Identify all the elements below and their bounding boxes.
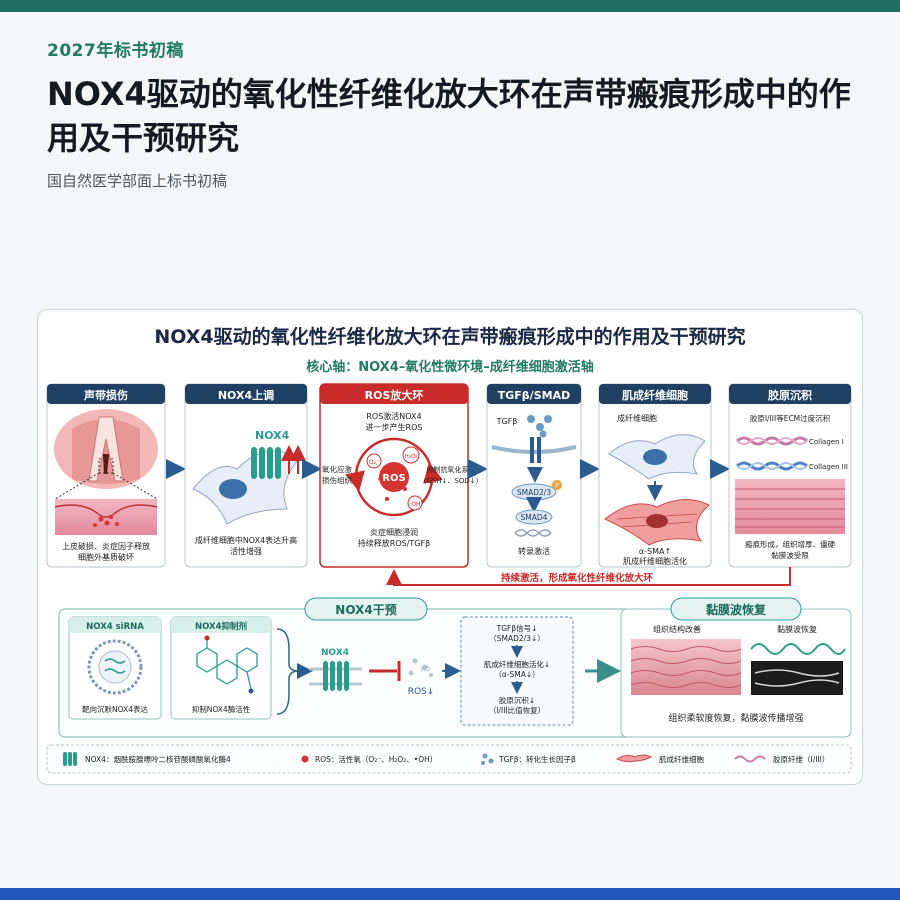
- tgfb-icon: [527, 415, 552, 438]
- panel-header: 肌成纤维细胞: [621, 388, 688, 402]
- svg-text:NOX4 siRNA: NOX4 siRNA: [86, 622, 144, 632]
- panel-ros-loop: ROS放大环 ROS激活NOX4 进一步产生ROS ROS O₂⁻ H₂O₂ ·…: [319, 383, 483, 568]
- sirna-nanoparticle: [87, 639, 143, 695]
- panel-header: NOX4上调: [218, 388, 274, 402]
- svg-text:O₂⁻: O₂⁻: [369, 459, 379, 466]
- nox4-icon: [323, 661, 349, 691]
- svg-text:（GSH↓、SOD↓）: （GSH↓、SOD↓）: [419, 477, 482, 485]
- svg-text:（SMAD2/3↓）: （SMAD2/3↓）: [489, 634, 545, 643]
- svg-text:黏膜波受限: 黏膜波受限: [771, 550, 809, 560]
- svg-text:肌成纤维细胞活化: 肌成纤维细胞活化: [623, 556, 687, 566]
- intervention-section: NOX4干预 NOX4 siRNA 靶向沉默NOX4表达 NOX4抑制剂 抑制N…: [58, 597, 632, 738]
- panel-header: TGFβ/SMAD: [498, 389, 570, 402]
- svg-text:ROS: ROS: [382, 473, 405, 484]
- recovery-header: 黏膜波恢复: [706, 602, 767, 617]
- svg-text:ROS激活NOX4: ROS激活NOX4: [366, 411, 421, 421]
- svg-text:TGFβ：转化生长因子β: TGFβ：转化生长因子β: [498, 754, 576, 764]
- svg-text:上皮破损、炎症因子释放: 上皮破损、炎症因子释放: [62, 541, 150, 551]
- svg-text:成纤维细胞中NOX4表达升高: 成纤维细胞中NOX4表达升高: [195, 535, 297, 545]
- svg-text:活性增强: 活性增强: [230, 546, 262, 556]
- ros-dot-icon: [301, 755, 309, 763]
- panel-nox4-upregulation: NOX4上调 NOX4 成纤维细胞中NOX4表达升高 活性增强: [184, 383, 308, 568]
- svg-text:胶原纤维（I/III）: 胶原纤维（I/III）: [773, 754, 829, 764]
- svg-text:ROS↓: ROS↓: [408, 687, 435, 697]
- svg-text:·OH: ·OH: [409, 501, 420, 508]
- collagen-fiber-icon: [734, 755, 766, 763]
- svg-text:ROS：活性氧（O₂⁻、H₂O₂、•OH）: ROS：活性氧（O₂⁻、H₂O₂、•OH）: [315, 754, 437, 764]
- svg-text:氧化应激: 氧化应激: [322, 464, 352, 474]
- svg-text:瘢痕形成，组织增厚、僵硬: 瘢痕形成，组织增厚、僵硬: [745, 539, 835, 549]
- svg-text:Collagen III: Collagen III: [809, 463, 848, 471]
- svg-text:SMAD2/3: SMAD2/3: [517, 488, 551, 497]
- svg-text:RO: RO: [421, 666, 430, 673]
- svg-text:SMAD4: SMAD4: [521, 513, 548, 522]
- svg-text:炎症细胞浸润: 炎症细胞浸润: [370, 527, 418, 537]
- feedback-label: 持续激活，形成氧化性纤维化放大环: [501, 572, 654, 584]
- svg-text:TGFβ信号↓: TGFβ信号↓: [496, 623, 538, 633]
- svg-text:转录激活: 转录激活: [518, 546, 550, 556]
- svg-text:组织结构改善: 组织结构改善: [653, 624, 701, 634]
- panel-header: 胶原沉积: [768, 388, 812, 402]
- svg-text:TGFβ: TGFβ: [496, 417, 518, 426]
- collagen-fiber-icon: [736, 436, 808, 446]
- svg-text:细胞外基质破坏: 细胞外基质破坏: [78, 552, 134, 562]
- svg-text:组织柔软度恢复，黏膜波传播增强: 组织柔软度恢复，黏膜波传播增强: [668, 712, 803, 724]
- svg-text:（I/III比值恢复）: （I/III比值恢复）: [489, 705, 545, 715]
- tgfb-icon: [481, 753, 494, 765]
- svg-text:肌成纤维细胞活化↓: 肌成纤维细胞活化↓: [484, 659, 550, 669]
- svg-text:抑制抗氧化系统: 抑制抗氧化系统: [427, 465, 476, 474]
- svg-text:损伤组织: 损伤组织: [322, 475, 352, 485]
- intervention-header: NOX4干预: [335, 603, 396, 617]
- svg-text:H₂O₂: H₂O₂: [405, 454, 418, 460]
- collagen-fiber-icon: [736, 461, 808, 471]
- page-title: NOX4驱动的氧化性纤维化放大环在声带瘢痕形成中的作用及干预研究: [47, 75, 851, 157]
- top-accent-bar: [0, 0, 900, 12]
- svg-text:抑制NOX4酶活性: 抑制NOX4酶活性: [192, 704, 251, 714]
- svg-text:P: P: [555, 483, 559, 490]
- scar-tissue: [735, 479, 845, 534]
- svg-text:α-SMA↑: α-SMA↑: [639, 547, 671, 556]
- svg-text:胶原沉积↓: 胶原沉积↓: [499, 695, 535, 705]
- panel-collagen-deposition: 胶原沉积 胶原I/III等ECM过度沉积 Collagen I Collagen…: [728, 383, 852, 568]
- figure-container: NOX4驱动的氧化性纤维化放大环在声带瘢痕形成中的作用及干预研究 核心轴：NOX…: [37, 309, 863, 785]
- nox4-icon: [251, 447, 281, 479]
- nox4-icon: [63, 752, 77, 766]
- page-subtitle: 国自然医学部面上标书初稿: [47, 172, 228, 190]
- panel-tgfb-smad: TGFβ/SMAD TGFβ SMAD2/3 P SMAD4 转录激活: [486, 383, 582, 568]
- panel-header: 声带损伤: [83, 388, 128, 402]
- outcome-box: [460, 616, 574, 726]
- svg-text:NOX4: NOX4: [321, 648, 349, 658]
- improved-tissue: [631, 639, 741, 695]
- figure-title: NOX4驱动的氧化性纤维化放大环在声带瘢痕形成中的作用及干预研究: [154, 325, 745, 348]
- dna-icon: [514, 529, 552, 537]
- stroboscopy-image: [751, 661, 843, 695]
- panel-vocal-injury: 声带损伤 上皮破损、炎症因子释放 细胞外基质破坏: [46, 383, 166, 568]
- inhibitor-molecule-icon: [196, 635, 258, 694]
- svg-text:Collagen I: Collagen I: [809, 438, 844, 446]
- ros-core: [379, 462, 409, 492]
- panel-myofibroblast: 肌成纤维细胞 成纤维细胞 α-SMA↑ 肌成纤维细胞活化: [598, 383, 712, 568]
- svg-text:（α-SMA↓）: （α-SMA↓）: [494, 670, 539, 679]
- figure-svg: NOX4驱动的氧化性纤维化放大环在声带瘢痕形成中的作用及干预研究 核心轴：NOX…: [46, 325, 852, 774]
- svg-text:NOX4抑制剂: NOX4抑制剂: [195, 621, 247, 632]
- mucosal-wave-icon: [750, 643, 846, 655]
- svg-text:靶向沉默NOX4表达: 靶向沉默NOX4表达: [82, 704, 148, 714]
- feedback-loop-arrow: 持续激活，形成氧化性纤维化放大环: [386, 567, 791, 586]
- core-axis-label: 核心轴：NOX4–氧化性微环境–成纤维细胞激活轴: [306, 359, 594, 375]
- bottom-accent-bar: [0, 888, 900, 900]
- svg-text:进一步产生ROS: 进一步产生ROS: [366, 422, 423, 432]
- myofibroblast-icon: [615, 754, 653, 763]
- draft-tag: 2027年标书初稿: [47, 41, 184, 61]
- legend: NOX4：烟酰胺腺嘌呤二核苷酸磷酸氧化酶4 ROS：活性氧（O₂⁻、H₂O₂、•…: [46, 744, 852, 774]
- panel-header: ROS放大环: [365, 388, 424, 402]
- svg-text:NOX4：烟酰胺腺嘌呤二核苷酸磷酸氧化酶4: NOX4：烟酰胺腺嘌呤二核苷酸磷酸氧化酶4: [85, 754, 231, 764]
- svg-text:成纤维细胞: 成纤维细胞: [617, 413, 657, 423]
- svg-text:胶原I/III等ECM过度沉积: 胶原I/III等ECM过度沉积: [750, 413, 831, 423]
- panel-mucosal-wave-recovery: 黏膜波恢复 组织结构改善 黏膜波恢复 组织柔软度恢复，黏膜波传播增强: [620, 597, 852, 738]
- nox4-label: NOX4: [255, 429, 290, 442]
- svg-text:持续释放ROS/TGFβ: 持续释放ROS/TGFβ: [358, 538, 430, 548]
- svg-text:肌成纤维细胞: 肌成纤维细胞: [659, 754, 704, 764]
- svg-text:黏膜波恢复: 黏膜波恢复: [777, 624, 817, 634]
